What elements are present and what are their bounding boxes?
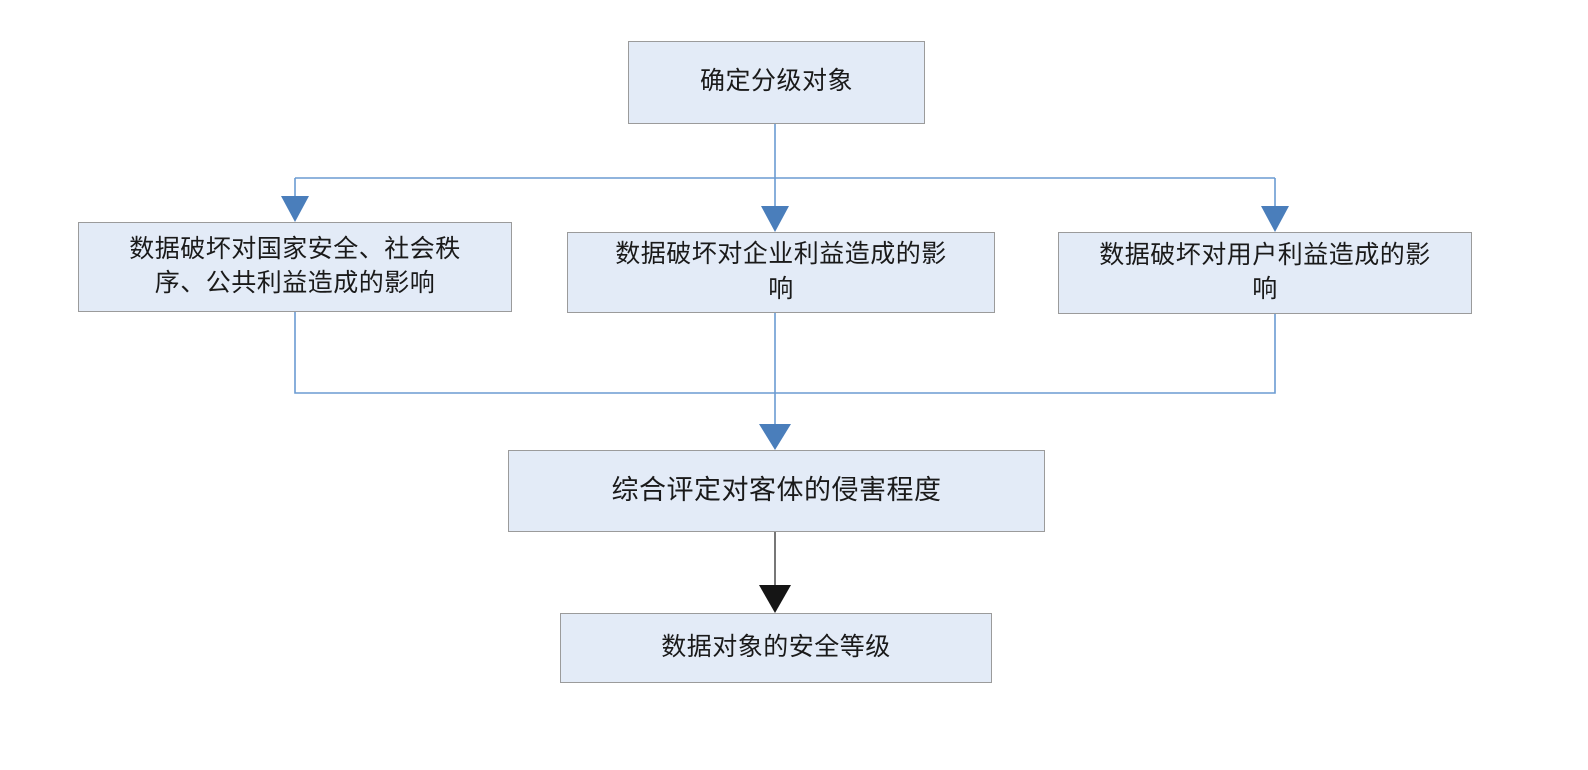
node-label: 数据对象的安全等级: [661, 633, 891, 661]
edge-national-assess-line: [294, 312, 775, 394]
node-label: 数据破坏对企业利益造成的影 响: [615, 241, 947, 303]
node-impact-user-interest[interactable]: 数据破坏对用户利益造成的影 响: [1058, 232, 1472, 314]
node-determine-grading-object[interactable]: 确定分级对象: [628, 41, 925, 124]
node-label: 数据破坏对国家安全、社会秩 序、公共利益造成的影响: [129, 235, 461, 298]
node-label: 数据破坏对用户利益造成的影 响: [1099, 241, 1431, 304]
node-impact-enterprise-interest[interactable]: 数据破坏对企业利益造成的影 响: [567, 232, 995, 313]
node-label: 确定分级对象: [699, 68, 853, 96]
node-impact-national-security[interactable]: 数据破坏对国家安全、社会秩 序、公共利益造成的影响: [78, 222, 512, 312]
node-label: 综合评定对客体的侵害程度: [611, 475, 942, 506]
edge-enterprise-assess-arrowhead: [759, 424, 791, 450]
edge-root-enterprise-arrowhead: [761, 206, 789, 232]
node-data-object-security-level[interactable]: 数据对象的安全等级: [560, 613, 992, 683]
edge-root-national-arrowhead: [281, 196, 309, 222]
node-comprehensive-assessment[interactable]: 综合评定对客体的侵害程度: [508, 450, 1045, 532]
edge-assess-result-arrowhead: [759, 585, 791, 613]
edge-user-assess-line: [775, 313, 1276, 394]
edge-root-user-arrowhead: [1261, 206, 1289, 232]
